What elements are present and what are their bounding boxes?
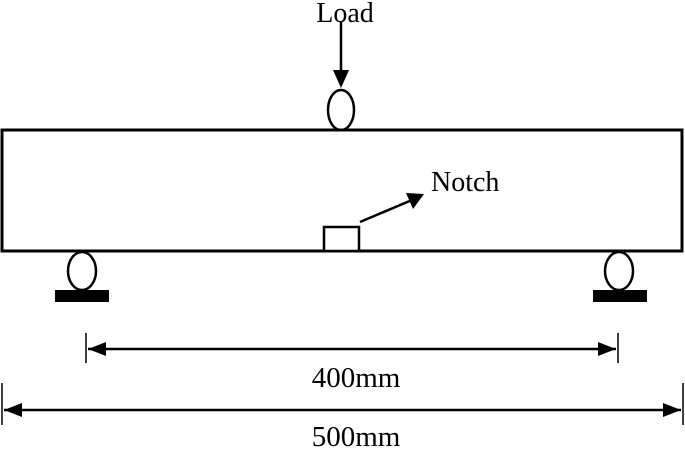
right-support-base: [593, 290, 647, 302]
right-support: [593, 250, 647, 302]
load-label: Load: [316, 0, 374, 29]
length-dimension: [1, 383, 684, 425]
load-arrow: [333, 22, 349, 88]
left-support: [55, 250, 109, 302]
left-support-roller: [66, 250, 98, 292]
span-dimension: [85, 333, 619, 363]
notch-pointer-arrow: [359, 193, 424, 224]
notch-label: Notch: [431, 167, 499, 198]
left-support-base: [55, 290, 109, 302]
load-roller: [326, 88, 356, 132]
length-label: 500mm: [312, 421, 401, 452]
notch: [322, 225, 361, 253]
right-support-roller: [603, 250, 635, 292]
span-label: 400mm: [312, 362, 401, 394]
